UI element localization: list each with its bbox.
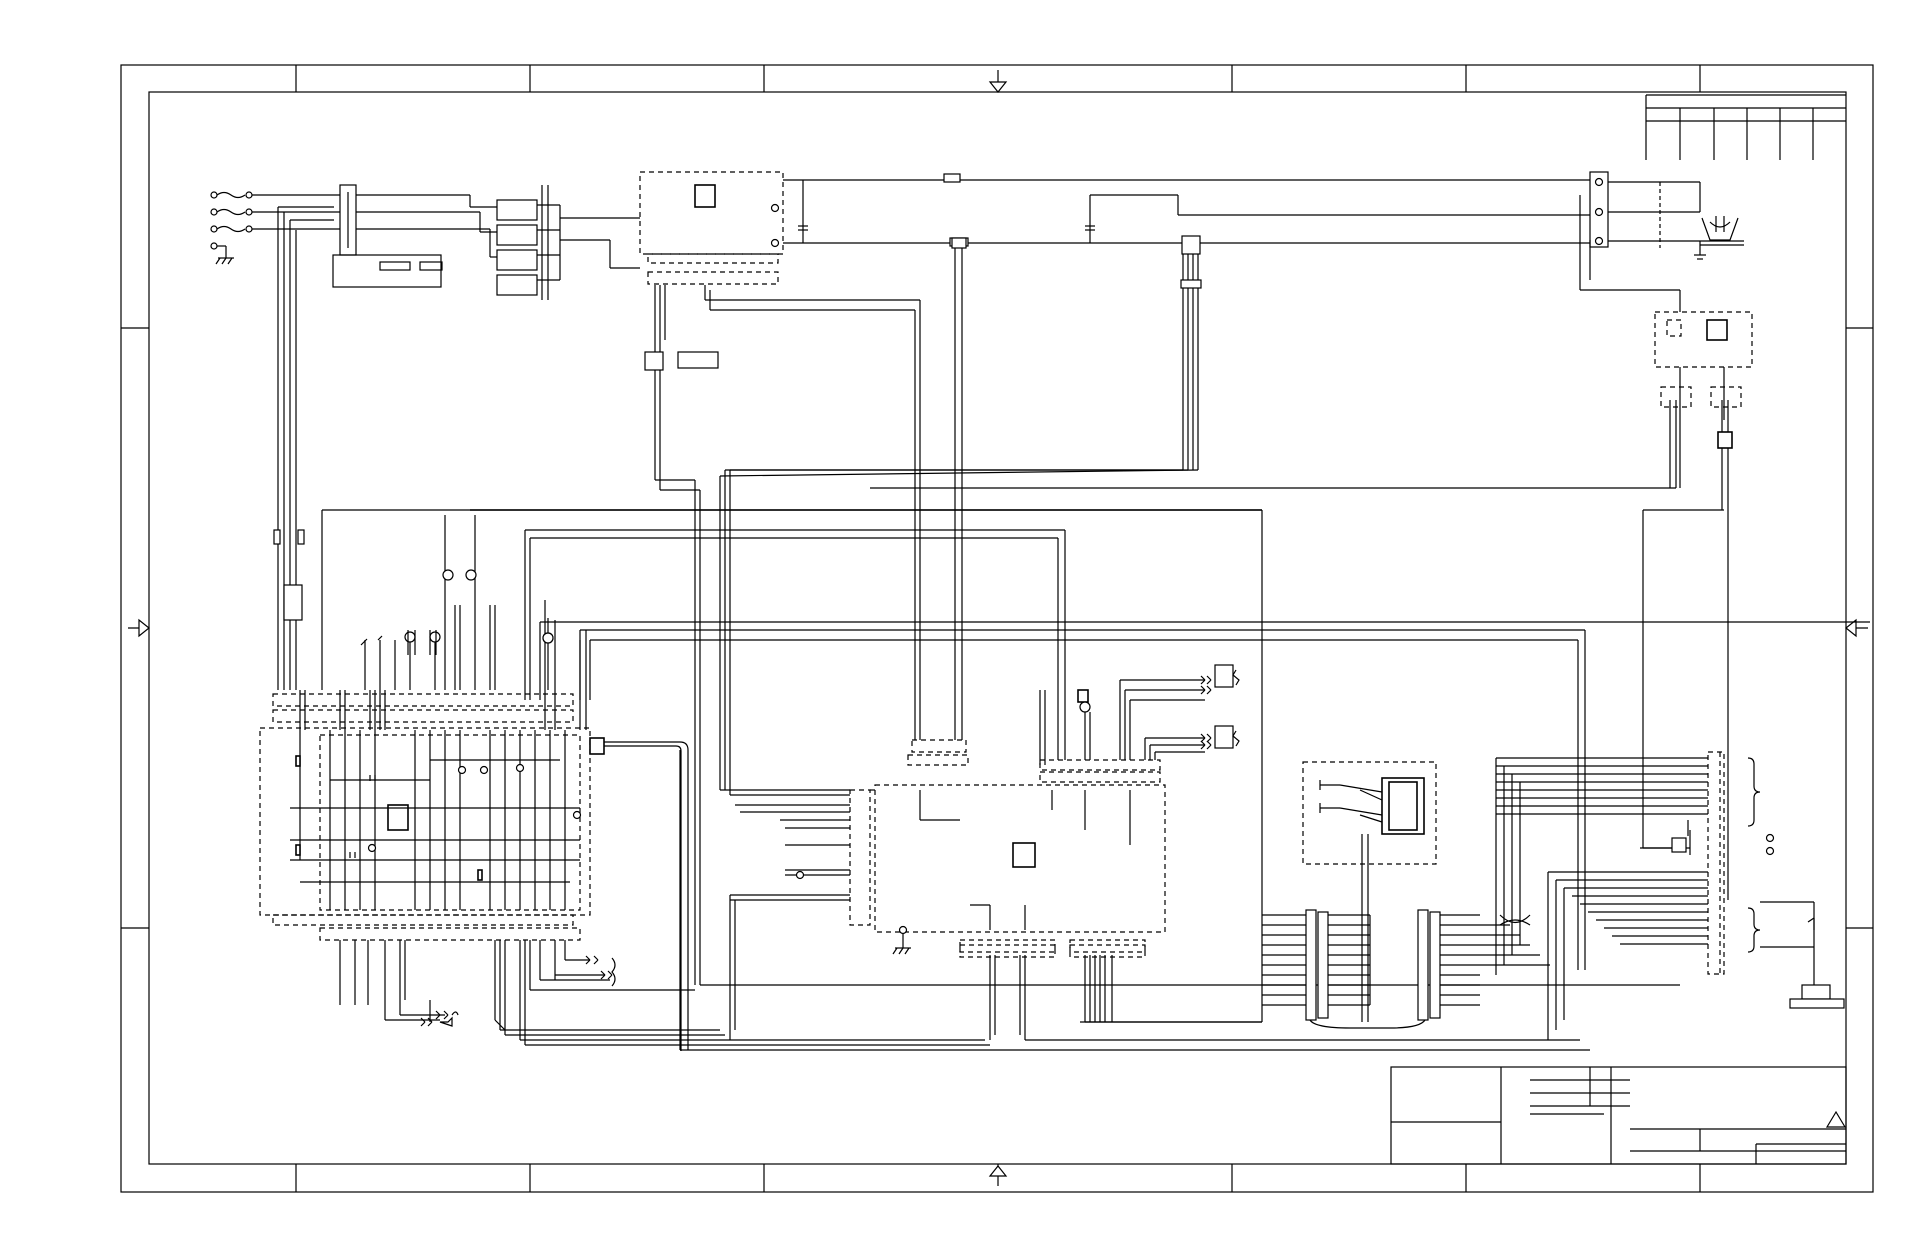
right-harness-lines xyxy=(1495,757,1708,1040)
revision-table xyxy=(1645,94,1846,160)
revision-triangle-icon xyxy=(1825,1110,1847,1128)
arrow-right-icon xyxy=(128,618,150,638)
main-control-board xyxy=(849,739,1166,958)
left-vertical-harness xyxy=(299,600,587,730)
ground-icon xyxy=(215,246,234,265)
input-switch xyxy=(277,184,490,580)
right-terminal-strip xyxy=(1707,751,1775,975)
input-power-terminals xyxy=(210,191,340,250)
board-ground-icon xyxy=(892,934,911,955)
output-terminal-block xyxy=(1579,171,1700,312)
torch-control-module xyxy=(1654,311,1753,510)
title-block xyxy=(1390,1066,1847,1165)
remote-foot-control xyxy=(1760,901,1845,1009)
arrow-up-icon xyxy=(988,1164,1008,1186)
main-output-bus xyxy=(783,173,1590,255)
main-board-output-leads xyxy=(1119,664,1240,760)
indicator-lamps xyxy=(360,515,554,690)
left-board-lower-leads xyxy=(339,940,990,1046)
torch-icon xyxy=(1699,182,1744,246)
power-transformer xyxy=(469,185,640,300)
arrow-down-icon xyxy=(988,70,1008,93)
chassis-ground-icon xyxy=(1694,241,1706,260)
main-board-leads xyxy=(679,689,1590,1051)
control-board-left xyxy=(259,693,689,1051)
lower-harness-connectors xyxy=(1262,909,1550,1029)
harness-routing xyxy=(273,237,1729,1023)
inverter-module xyxy=(639,171,784,285)
sheet-border xyxy=(120,64,1874,1193)
zone-ticks xyxy=(121,65,1873,1192)
gas-control-module xyxy=(1302,761,1437,1022)
arrow-left-icon xyxy=(1845,618,1868,638)
upper-control-harness xyxy=(470,509,1870,970)
